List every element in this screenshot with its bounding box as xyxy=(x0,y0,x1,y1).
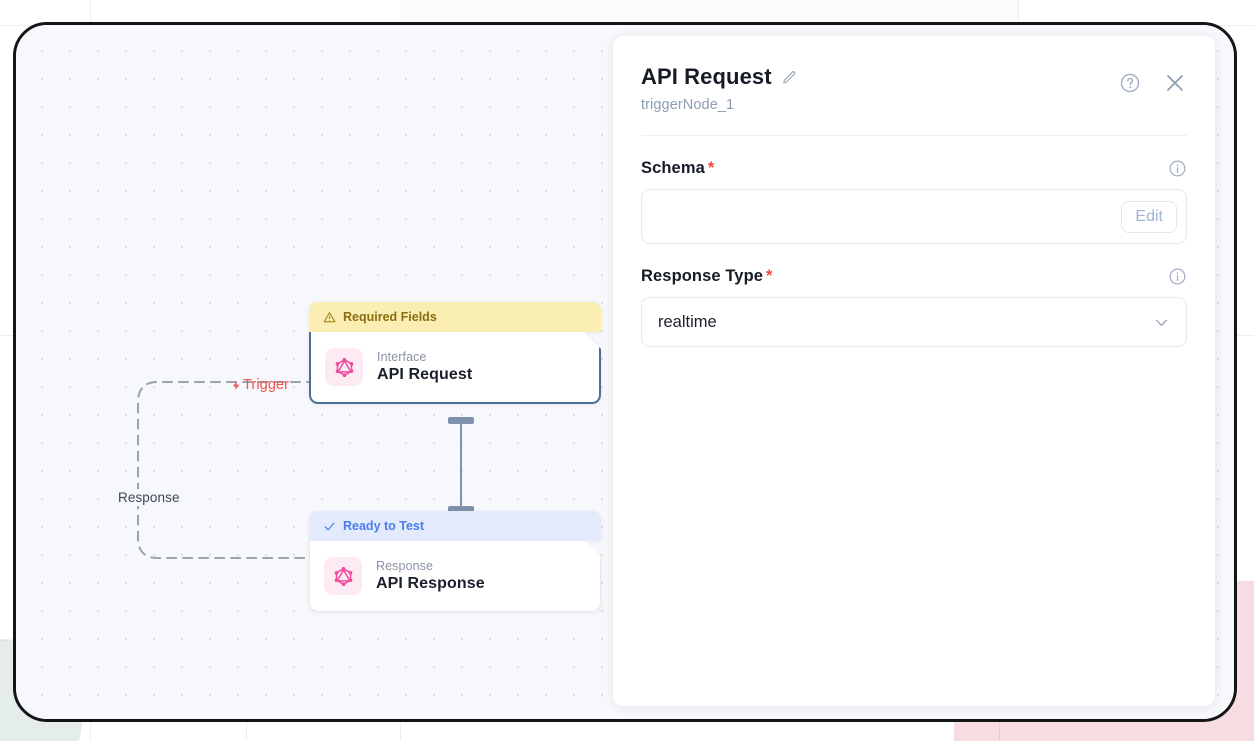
field-label-text: Response Type xyxy=(641,267,764,285)
panel-header: API Request triggerNode_1 xyxy=(641,64,1187,136)
node-config-panel: API Request triggerNode_1 xyxy=(613,36,1215,706)
panel-actions xyxy=(1119,71,1187,95)
node-text: Interface API Request xyxy=(377,350,472,384)
node-body[interactable]: Response API Response xyxy=(309,541,601,612)
help-circle-icon[interactable] xyxy=(1119,72,1141,94)
node-body[interactable]: Interface API Request xyxy=(309,332,601,404)
field-label-row: Schema* xyxy=(641,159,1187,178)
field-label-response-type: Response Type* xyxy=(641,267,773,286)
response-type-select[interactable]: realtime xyxy=(641,297,1187,347)
info-circle-icon[interactable] xyxy=(1168,159,1187,178)
node-port-target[interactable] xyxy=(448,506,474,513)
node-kind-label: Interface xyxy=(377,350,427,364)
required-marker: * xyxy=(766,267,773,285)
panel-title-row: API Request xyxy=(641,64,1187,90)
panel-title: API Request xyxy=(641,64,772,89)
node-title-label: API Request xyxy=(377,366,473,383)
chevron-down-icon[interactable] xyxy=(1153,314,1170,331)
field-schema: Schema* Edit xyxy=(641,159,1187,244)
node-status-label: Required Fields xyxy=(343,310,437,324)
pencil-icon[interactable] xyxy=(781,69,798,86)
field-response-type: Response Type* realtime xyxy=(641,267,1187,347)
schema-edit-button[interactable]: Edit xyxy=(1121,200,1177,233)
node-text: Response API Response xyxy=(376,559,485,593)
node-status-label: Ready to Test xyxy=(343,519,425,533)
edge-label-response: Response xyxy=(115,489,183,506)
node-icon-wrapper xyxy=(325,348,363,386)
node-icon-wrapper xyxy=(324,557,362,595)
close-icon[interactable] xyxy=(1163,71,1187,95)
flow-node-api-response[interactable]: Ready to Test xyxy=(309,511,601,612)
field-label-row: Response Type* xyxy=(641,267,1187,286)
edge-label-trigger-text: Trigger xyxy=(243,377,290,393)
warning-triangle-icon xyxy=(323,311,336,322)
response-type-value: realtime xyxy=(658,312,717,331)
edge-label-trigger: Trigger xyxy=(231,377,289,393)
edge-trigger-response-path xyxy=(137,381,317,559)
node-status-badge-ready-to-test: Ready to Test xyxy=(309,511,601,541)
check-icon xyxy=(324,522,335,530)
app-window: Trigger Response Required Fields xyxy=(13,22,1237,722)
panel-divider xyxy=(641,135,1187,136)
bg-strip xyxy=(400,0,1018,25)
node-port-source[interactable] xyxy=(448,417,474,424)
panel-subtitle: triggerNode_1 xyxy=(641,97,735,113)
connector-line xyxy=(460,421,462,509)
node-title-label: API Response xyxy=(376,575,485,592)
node-kind-label: Response xyxy=(376,559,434,573)
field-label-text: Schema xyxy=(641,159,705,177)
flow-node-api-request[interactable]: Required Fields xyxy=(309,302,601,404)
field-label-schema: Schema* xyxy=(641,159,714,178)
info-circle-icon[interactable] xyxy=(1168,267,1187,286)
schema-input-box[interactable]: Edit xyxy=(641,189,1187,244)
bg-divider xyxy=(999,711,1000,741)
required-marker: * xyxy=(707,159,715,177)
lightning-bolt-icon xyxy=(232,380,240,390)
node-status-badge-required-fields: Required Fields xyxy=(309,302,601,332)
graphql-icon xyxy=(334,357,355,378)
graphql-icon xyxy=(333,566,354,587)
